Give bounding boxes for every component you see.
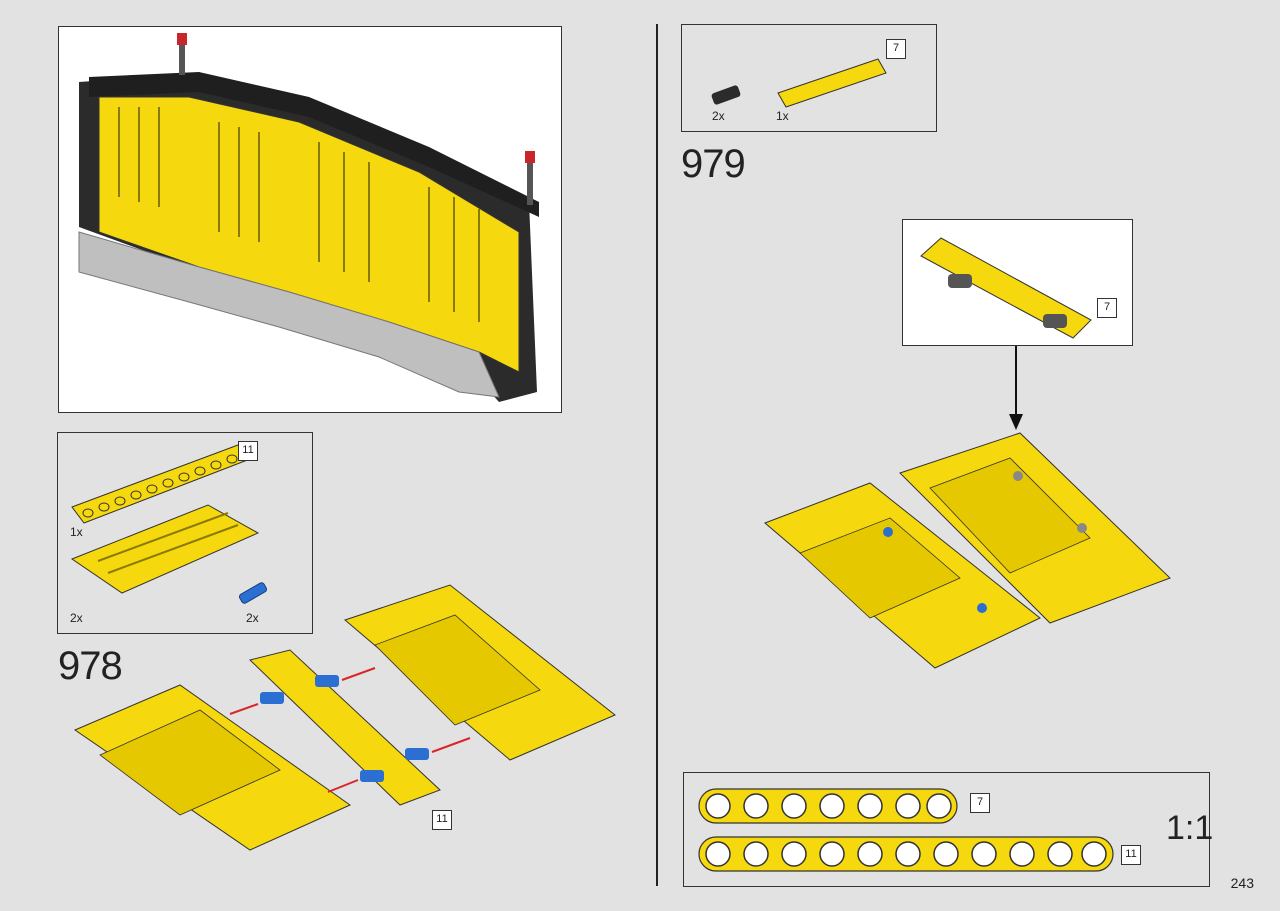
length-badge: 7 <box>1097 298 1117 318</box>
qty-pin: 2x <box>246 611 259 625</box>
length-badge: 11 <box>238 441 258 461</box>
qty-beam: 1x <box>776 109 789 123</box>
step-979-subassembly: 7 <box>902 219 1133 346</box>
step-978-parts-list: 11 1x 2x 2x <box>57 432 313 634</box>
step-979-parts-list: 7 2x 1x <box>681 24 937 132</box>
assembly-preview-panel <box>58 26 562 413</box>
step-number: 978 <box>58 644 123 688</box>
beam-7-scale <box>698 788 958 824</box>
page-number: 243 <box>1230 875 1254 891</box>
blade-assembly-illustration <box>78 33 539 402</box>
callout-length-badge: 11 <box>432 810 452 830</box>
page-divider <box>656 24 658 886</box>
step-979-part-icons <box>711 58 887 108</box>
attach-arrow-icon <box>1009 346 1023 430</box>
qty-connector: 2x <box>712 109 725 123</box>
step-978-build-illustration <box>73 584 616 851</box>
qty-beam: 1x <box>70 525 83 539</box>
qty-frame: 2x <box>70 611 83 625</box>
scale-label: 1:1 <box>1166 809 1214 847</box>
step-979-build-illustration <box>764 432 1171 669</box>
scale-reference-panel: 7 11 1:1 <box>683 772 1214 887</box>
beam-7-length-badge: 7 <box>970 793 990 813</box>
beam-11-length-badge: 11 <box>1121 845 1141 865</box>
beam-11-scale <box>698 836 1114 872</box>
beam-11-part-icon <box>70 444 268 604</box>
length-badge: 7 <box>886 39 906 59</box>
step-number: 979 <box>681 142 746 186</box>
beam-with-connectors-illustration <box>920 237 1092 339</box>
